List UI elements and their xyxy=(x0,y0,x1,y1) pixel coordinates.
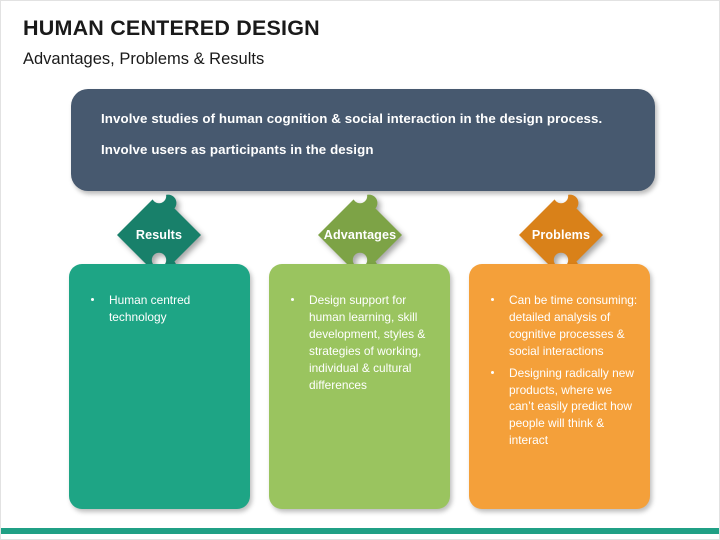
bullet-dot-icon xyxy=(91,298,94,301)
page-title: HUMAN CENTERED DESIGN xyxy=(23,16,320,40)
bullet-list: Design support for human learning, skill… xyxy=(281,292,438,393)
banner-line-2: Involve users as participants in the des… xyxy=(101,142,374,157)
bottom-accent-bar xyxy=(1,528,719,534)
bullet-item: Human centred technology xyxy=(81,292,238,326)
bullet-dot-icon xyxy=(491,370,494,374)
bullet-item: Designing radically new products, where … xyxy=(481,365,638,450)
bullet-list: Human centred technology xyxy=(81,292,238,326)
bullet-list: Can be time consuming: detailed analysis… xyxy=(481,292,638,449)
bullet-item: Can be time consuming: detailed analysis… xyxy=(481,292,638,360)
page-subtitle: Advantages, Problems & Results xyxy=(23,49,265,68)
bullet-dot-icon xyxy=(491,298,494,301)
content-card-problems[interactable]: Can be time consuming: detailed analysis… xyxy=(469,264,650,509)
content-card-results[interactable]: Human centred technology xyxy=(69,264,250,509)
bullet-item: Design support for human learning, skill… xyxy=(281,292,438,393)
bullet-dot-icon xyxy=(291,298,294,301)
header-banner: Involve studies of human cognition & soc… xyxy=(71,89,655,191)
content-card-advantages[interactable]: Design support for human learning, skill… xyxy=(269,264,450,509)
title-block: HUMAN CENTERED DESIGN Advantages, Proble… xyxy=(23,15,663,70)
banner-line-1: Involve studies of human cognition & soc… xyxy=(101,111,603,126)
